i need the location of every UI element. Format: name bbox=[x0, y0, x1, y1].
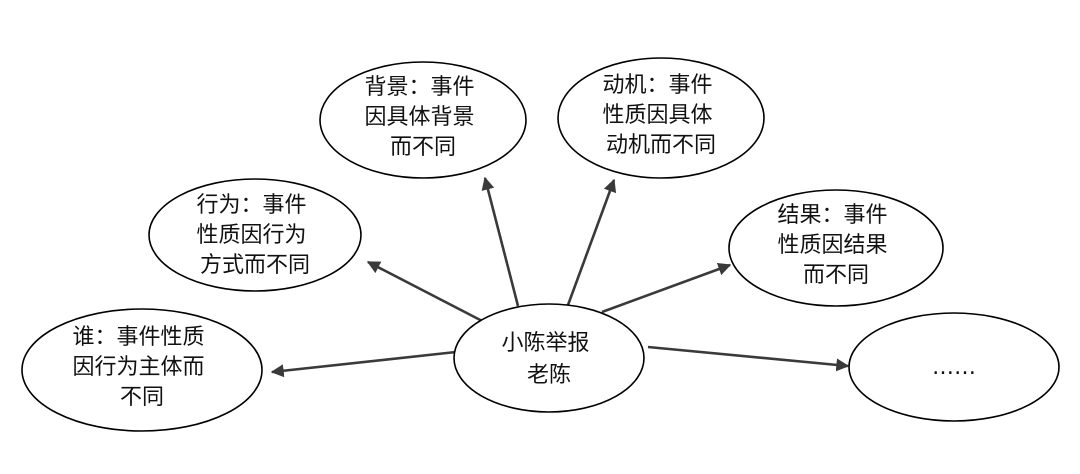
background-node-shape bbox=[319, 61, 527, 179]
background-node-text: 背景：事件 因具体背景 而不同 bbox=[364, 75, 481, 160]
behavior-node-text: 行为：事件 性质因行为 方式而不同 bbox=[196, 193, 313, 278]
who-node-shape bbox=[21, 308, 263, 432]
who-node-line-3: 不同 bbox=[120, 385, 164, 410]
behavior-node-line-1: 行为：事件 bbox=[196, 193, 306, 218]
motive-node-text: 动机：事件 性质因具体 动机而不同 bbox=[602, 73, 719, 158]
arrow-to-more bbox=[647, 345, 850, 372]
result-node-shape bbox=[728, 189, 944, 307]
behavior-node-shape bbox=[148, 178, 362, 292]
motive-node-line-2: 性质因具体 bbox=[602, 103, 712, 128]
motive-node-shape bbox=[557, 57, 765, 179]
result-node-text: 结果：事件 性质因结果 而不同 bbox=[777, 203, 894, 288]
result-node-line-1: 结果：事件 bbox=[777, 203, 887, 228]
who-node: 谁：事件性质 因行为主体而 不同 bbox=[21, 308, 263, 432]
who-node-text: 谁：事件性质 因行为主体而 不同 bbox=[72, 325, 211, 410]
background-node-line-3: 而不同 bbox=[390, 135, 456, 160]
center-node-line-1: 小陈举报 bbox=[501, 331, 589, 356]
arrow-to-behavior bbox=[366, 260, 489, 326]
motive-node-line-1: 动机：事件 bbox=[602, 73, 712, 98]
center-node-shape bbox=[453, 303, 645, 413]
center-node: 小陈举报 老陈 bbox=[453, 303, 645, 413]
background-node-line-1: 背景：事件 bbox=[364, 75, 474, 100]
result-node-line-2: 性质因结果 bbox=[777, 233, 887, 258]
motive-node-line-3: 动机而不同 bbox=[606, 133, 716, 158]
arrow-to-motive bbox=[566, 178, 617, 306]
background-node: 背景：事件 因具体背景 而不同 bbox=[319, 61, 527, 179]
motive-node: 动机：事件 性质因具体 动机而不同 bbox=[557, 57, 765, 179]
who-node-line-2: 因行为主体而 bbox=[72, 355, 204, 380]
more-node: …… bbox=[848, 312, 1060, 422]
background-node-line-2: 因具体背景 bbox=[364, 105, 474, 130]
arrow-to-background bbox=[481, 176, 520, 307]
who-node-line-1: 谁：事件性质 bbox=[72, 325, 204, 350]
result-node-line-3: 而不同 bbox=[803, 263, 869, 288]
result-node: 结果：事件 性质因结果 而不同 bbox=[728, 189, 944, 307]
edges bbox=[270, 176, 850, 378]
behavior-node-line-2: 性质因行为 bbox=[196, 223, 306, 248]
center-node-text: 小陈举报 老陈 bbox=[501, 331, 596, 388]
behavior-node: 行为：事件 性质因行为 方式而不同 bbox=[148, 178, 362, 292]
more-node-shape bbox=[848, 312, 1060, 422]
arrow-to-who bbox=[270, 350, 457, 378]
arrow-to-result bbox=[601, 262, 732, 314]
more-node-line-1: …… bbox=[932, 355, 976, 380]
more-node-text: …… bbox=[932, 355, 976, 380]
behavior-node-line-3: 方式而不同 bbox=[200, 253, 310, 278]
center-node-line-2: 老陈 bbox=[527, 363, 571, 388]
